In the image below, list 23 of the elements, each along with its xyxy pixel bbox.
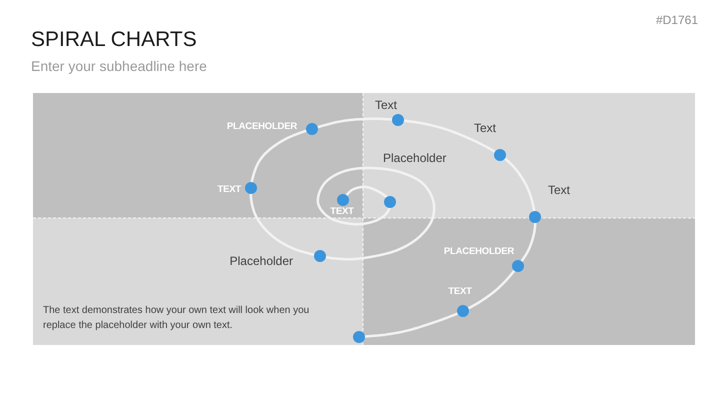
slide-title: SPIRAL CHARTS [31, 28, 197, 52]
spiral-line [402, 119, 496, 154]
spiral-line [250, 130, 308, 184]
point-label: TEXT [330, 206, 354, 217]
point-label: Placeholder [230, 254, 293, 268]
description-text: The text demonstrates how your own text will look when you replace the placeholder with your own text. [43, 304, 310, 333]
spiral-line [467, 269, 516, 310]
point-label: Text [474, 121, 496, 135]
spiral-line [364, 312, 459, 338]
reference-code: #D1761 [656, 13, 698, 27]
point-label: PLACEHOLDER [226, 121, 297, 132]
point-label: Placeholder [383, 151, 446, 165]
spiral-line [345, 186, 388, 198]
spiral-line [250, 192, 316, 256]
point-label: Text [375, 98, 398, 112]
subheadline: Enter your subheadline here [31, 58, 207, 74]
spiral-line [316, 118, 394, 128]
spiral-line [316, 166, 436, 260]
point-label: TEXT [218, 184, 241, 195]
point-label: PLACEHOLDER [444, 246, 514, 257]
point-label: TEXT [448, 286, 472, 297]
spiral-line [520, 222, 536, 262]
point-label: Text [548, 183, 570, 197]
